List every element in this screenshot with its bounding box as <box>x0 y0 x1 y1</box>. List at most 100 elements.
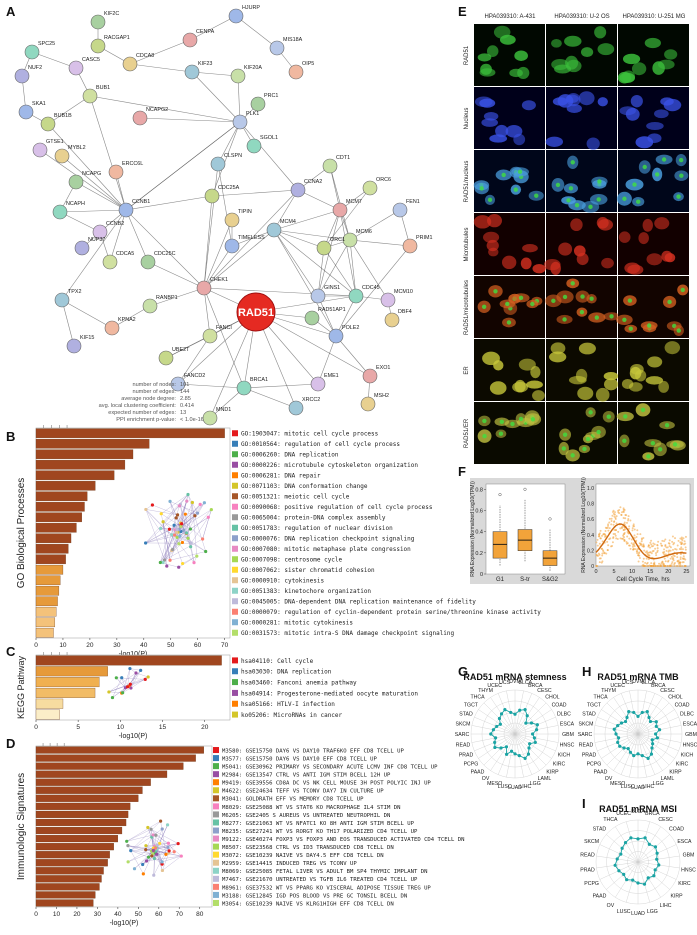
network-node-label: UBE2T <box>172 347 190 353</box>
radar-point <box>505 753 508 756</box>
radar-point <box>651 742 654 745</box>
cell-spot <box>665 423 669 427</box>
cell-blob <box>581 47 593 57</box>
scatter-point <box>661 545 663 547</box>
network-node-label: CCNA2 <box>304 179 322 185</box>
network-node-label: CENPA <box>196 29 215 35</box>
radar-axis-label: COAD <box>669 827 684 833</box>
scatter-point <box>663 563 665 565</box>
network-edge <box>350 210 400 240</box>
network-node <box>291 183 305 197</box>
cell-blob <box>526 380 543 388</box>
radar-axis-label: HNSC <box>683 742 697 748</box>
term-label: M7467: GSE21670 UNTREATED VS TGFB IL6 TR… <box>222 877 418 883</box>
plot-frame <box>36 746 212 907</box>
x-tick-label: 10 <box>629 569 635 575</box>
network-node <box>123 57 137 71</box>
scatter-point <box>618 509 620 511</box>
inset-node <box>147 675 150 678</box>
scatter-point <box>605 527 607 529</box>
stat-value: < 1.0e-16 <box>180 417 204 423</box>
network-node <box>91 15 105 29</box>
network-node <box>105 321 119 335</box>
radar-axis-label: CESC <box>660 688 675 694</box>
network-node <box>251 97 265 111</box>
inset-node <box>144 541 147 544</box>
scatter-point <box>615 535 617 537</box>
radar-axis-label: KICH <box>681 752 694 758</box>
term-label: M8069: GSE25085 FETAL LIVER VS ADULT BM … <box>222 869 427 875</box>
radar-point <box>495 725 498 728</box>
scatter-point <box>683 555 685 557</box>
inset-node <box>107 690 110 693</box>
network-node-label: RACGAP1 <box>104 35 130 41</box>
radar-point <box>536 723 539 726</box>
network-node <box>311 377 325 391</box>
cell-spot <box>562 317 566 321</box>
enrichment-bar <box>36 576 60 585</box>
cell-blob <box>604 378 618 390</box>
enrichment-bar <box>36 867 104 874</box>
x-tick-label: 40 <box>114 911 122 918</box>
x-tick-label: 0 <box>594 569 597 575</box>
enrichment-bar <box>36 843 114 850</box>
radar-point <box>655 858 658 861</box>
term-color-swatch <box>232 535 238 541</box>
radar-point <box>646 710 649 713</box>
network-node <box>33 143 47 157</box>
network-node <box>317 241 331 255</box>
radar-spoke <box>638 834 670 862</box>
network-node-label: NUP37 <box>88 237 105 243</box>
inset-node <box>152 874 155 877</box>
inset-node <box>195 555 198 558</box>
x-tick-label: 0 <box>34 642 38 649</box>
cell-spot <box>586 437 590 441</box>
radar-axis-label: PCPG <box>587 761 602 767</box>
inset-node <box>185 500 188 503</box>
scatter-point <box>650 562 652 564</box>
network-edge <box>350 240 410 246</box>
scatter-point <box>682 558 684 560</box>
inset-node <box>191 501 194 504</box>
scatter-point <box>630 548 632 550</box>
radar-point <box>655 720 658 723</box>
scatter-point <box>601 552 603 554</box>
x-tick-label: 60 <box>155 911 163 918</box>
cell-blob <box>629 382 643 391</box>
enrichment-bar <box>36 534 71 543</box>
radar-axis-label: KICH <box>558 752 571 758</box>
inset-node <box>210 508 213 511</box>
radar-spoke <box>515 734 546 765</box>
enrichment-bar <box>36 523 76 532</box>
radar-point <box>616 724 619 727</box>
network-edge <box>148 262 204 288</box>
enrichment-bar <box>36 677 99 687</box>
row-label: RAD51/microtubules <box>464 280 470 335</box>
term-color-swatch <box>213 747 219 753</box>
cell-spot <box>643 165 647 169</box>
radar-axis-label: TGCT <box>464 703 479 709</box>
enrichment-bar <box>36 628 54 637</box>
radar-axis-label: COAD <box>552 703 567 709</box>
network-node-label: DBF4 <box>398 309 412 315</box>
x-tick-label: 20 <box>201 724 209 731</box>
network-node-label: NCAPH <box>66 201 85 207</box>
scatter-point <box>611 518 613 520</box>
inset-node <box>111 696 114 699</box>
inset-node <box>160 860 163 863</box>
scatter-point <box>595 541 597 543</box>
cell-spot <box>501 173 505 177</box>
cell-blob <box>643 219 653 232</box>
term-label: M4622: GSE24634 TEFF VS TCONV DAY7 IN CU… <box>222 789 384 795</box>
network-node-label: CDC45 <box>362 285 380 291</box>
network-node <box>343 233 357 247</box>
scatter-point <box>611 515 613 517</box>
inset-node <box>145 859 148 862</box>
x-tick-label: 50 <box>135 911 143 918</box>
scatter-point <box>624 528 626 530</box>
radar-point <box>621 847 624 850</box>
scatter-point <box>619 506 621 508</box>
radar-point <box>526 714 529 717</box>
radar-point <box>647 757 650 760</box>
